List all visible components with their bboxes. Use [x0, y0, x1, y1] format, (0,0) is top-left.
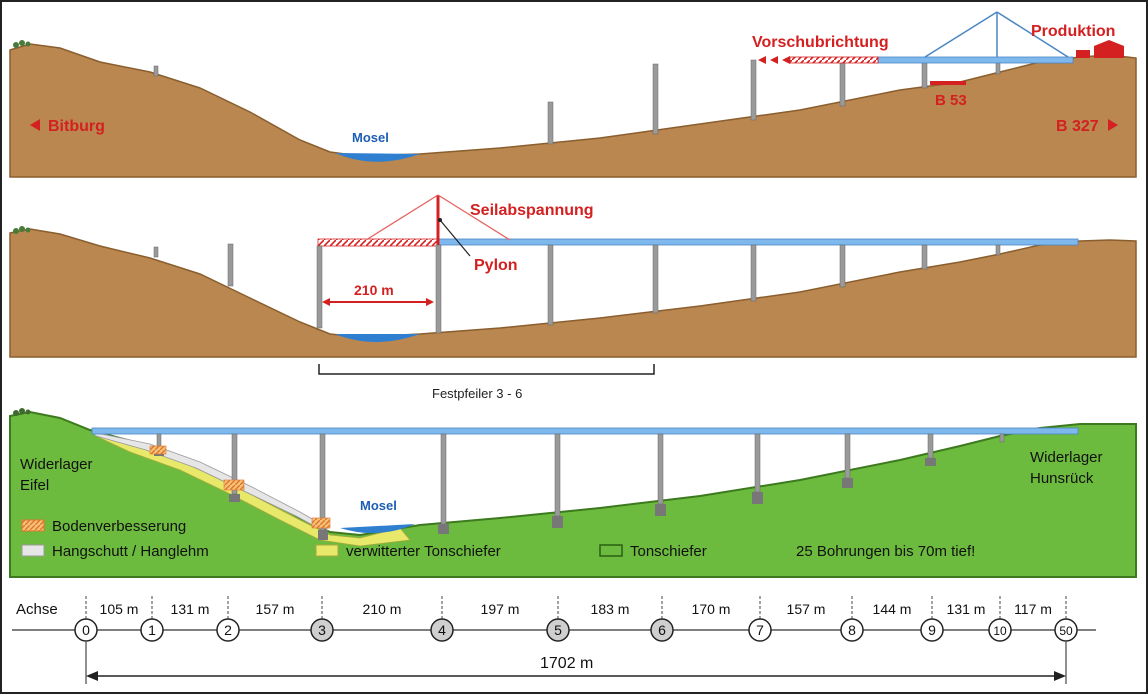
panel3-river	[340, 524, 415, 534]
legend-swatch-shale	[599, 544, 623, 557]
panel2-deck	[437, 238, 1079, 246]
span-210-label: 210 m	[354, 282, 394, 298]
right-arrow-icon	[1108, 119, 1118, 131]
span-210-dimension	[322, 298, 434, 306]
total-arrow-right-icon	[1054, 671, 1066, 681]
panel3-river-label: Mosel	[360, 498, 397, 513]
boreholes-note: 25 Bohrungen bis 70m tief!	[796, 543, 975, 560]
legend-swatch-soil-improvement	[21, 519, 45, 532]
push-direction-label: Vorschubrichtung	[752, 34, 889, 51]
legend-scree: Hangschutt / Hanglehm	[52, 543, 209, 560]
panel3-deck	[91, 427, 1079, 435]
axis-circle-6	[650, 618, 674, 642]
axis-circle-1	[140, 618, 164, 642]
span-label-5: 183 m	[591, 601, 630, 617]
legend-swatch-scree	[21, 544, 45, 557]
span-label-10: 117 m	[1014, 601, 1052, 617]
span-label-8: 144 m	[873, 601, 912, 617]
panel-2-pylon: 210 m Pylon Seilabspannung Festpfeiler 3…	[9, 194, 1137, 401]
axis-number-0: 0	[82, 622, 90, 638]
axis-strip: Achse 0 1 2 3 4 5 6 7 8 9 10 50 105 m 131 m 157 m 210 …	[12, 596, 1096, 684]
pylon-label: Pylon	[474, 257, 518, 274]
legend-swatch-weathered-shale	[315, 544, 339, 557]
fixed-piers-label: Festpfeiler 3 - 6	[432, 386, 522, 401]
axis-number-10: 10	[993, 624, 1007, 638]
b327-label: B 327	[1056, 118, 1099, 135]
span-labels: 105 m 131 m 157 m 210 m 197 m 183 m 170 m 157 m…	[100, 601, 1052, 617]
panel1-trees	[13, 40, 31, 48]
axis-circle-0	[74, 618, 98, 642]
axis-number-8: 8	[848, 622, 856, 638]
panel1-deck	[877, 56, 1074, 64]
axis-circle-7	[748, 618, 772, 642]
panel1-river-label: Mosel	[352, 130, 389, 145]
production-building-icon	[1076, 40, 1124, 58]
b53-road-marker	[930, 81, 966, 85]
panel-3-geology: Widerlager Eifel Widerlager Hunsrück Mos…	[9, 408, 1137, 578]
soil-improvement-markers	[149, 445, 331, 529]
axis-circles: 0 1 2 3 4 5 6 7 8 9 10 50	[74, 618, 1078, 642]
production-label: Produktion	[1031, 23, 1115, 40]
axis-circle-5	[546, 618, 570, 642]
legend-weathered-shale: verwitterter Tonschiefer	[346, 543, 501, 560]
bitburg-label: Bitburg	[48, 118, 105, 135]
total-length-label: 1702 m	[540, 655, 593, 672]
span-label-3: 210 m	[363, 601, 402, 617]
panel-1-launching: Bitburg B 327 Mosel Vorschubrichtung Pro…	[9, 11, 1137, 178]
axis-circle-3	[310, 618, 334, 642]
legend-shale: Tonschiefer	[630, 543, 707, 560]
panel1-push-arrows	[758, 56, 790, 64]
axis-number-50: 50	[1059, 624, 1073, 638]
legend: Bodenverbesserung Hangschutt / Hanglehm …	[21, 518, 975, 560]
span-label-0: 105 m	[100, 601, 139, 617]
panel3-piers	[156, 433, 1005, 531]
axis-number-7: 7	[756, 622, 764, 638]
axis-circle-4	[430, 618, 454, 642]
legend-soil-improvement: Bodenverbesserung	[52, 518, 186, 535]
panel1-deck-tip	[789, 56, 879, 64]
right-abutment-line1: Widerlager	[1030, 449, 1103, 466]
axis-ticks	[85, 596, 1067, 620]
left-abutment-line2: Eifel	[20, 477, 49, 494]
axis-circle-2	[216, 618, 240, 642]
left-abutment-line1: Widerlager	[20, 456, 93, 473]
panel1-river	[335, 153, 420, 162]
axis-number-9: 9	[928, 622, 936, 638]
span-label-7: 157 m	[787, 601, 826, 617]
axis-number-5: 5	[554, 622, 562, 638]
axis-number-6: 6	[658, 622, 666, 638]
span-label-1: 131 m	[171, 601, 210, 617]
panel1-piers	[153, 59, 1001, 145]
span-label-2: 157 m	[256, 601, 295, 617]
pylon-pointer-dot	[438, 218, 442, 222]
span-label-9: 131 m	[947, 601, 986, 617]
panel3-trees	[13, 408, 31, 416]
axis-number-2: 2	[224, 622, 232, 638]
panel2-terrain	[9, 228, 1137, 358]
total-arrow-left-icon	[86, 671, 98, 681]
pylon-pointer-line	[439, 219, 471, 257]
axis-circle-10	[988, 618, 1012, 642]
cable-stay-label: Seilabspannung	[470, 202, 594, 219]
axis-number-3: 3	[318, 622, 326, 638]
panel1-pylon-cables	[924, 11, 1069, 58]
fixed-piers-bracket	[318, 364, 655, 375]
panel2-piers	[153, 243, 1001, 334]
axis-circle-9	[920, 618, 944, 642]
left-arrow-icon	[30, 119, 40, 131]
b53-label: B 53	[935, 92, 967, 109]
panel2-deck-tip	[317, 238, 439, 247]
axis-circle-50	[1054, 618, 1078, 642]
panel2-trees	[13, 226, 31, 234]
right-abutment-line2: Hunsrück	[1030, 470, 1094, 487]
axis-number-4: 4	[438, 622, 446, 638]
axis-circle-8	[840, 618, 864, 642]
span-label-6: 170 m	[692, 601, 731, 617]
panel2-river	[335, 334, 420, 342]
axis-number-1: 1	[148, 622, 156, 638]
span-label-4: 197 m	[481, 601, 520, 617]
axis-label: Achse	[16, 601, 58, 618]
